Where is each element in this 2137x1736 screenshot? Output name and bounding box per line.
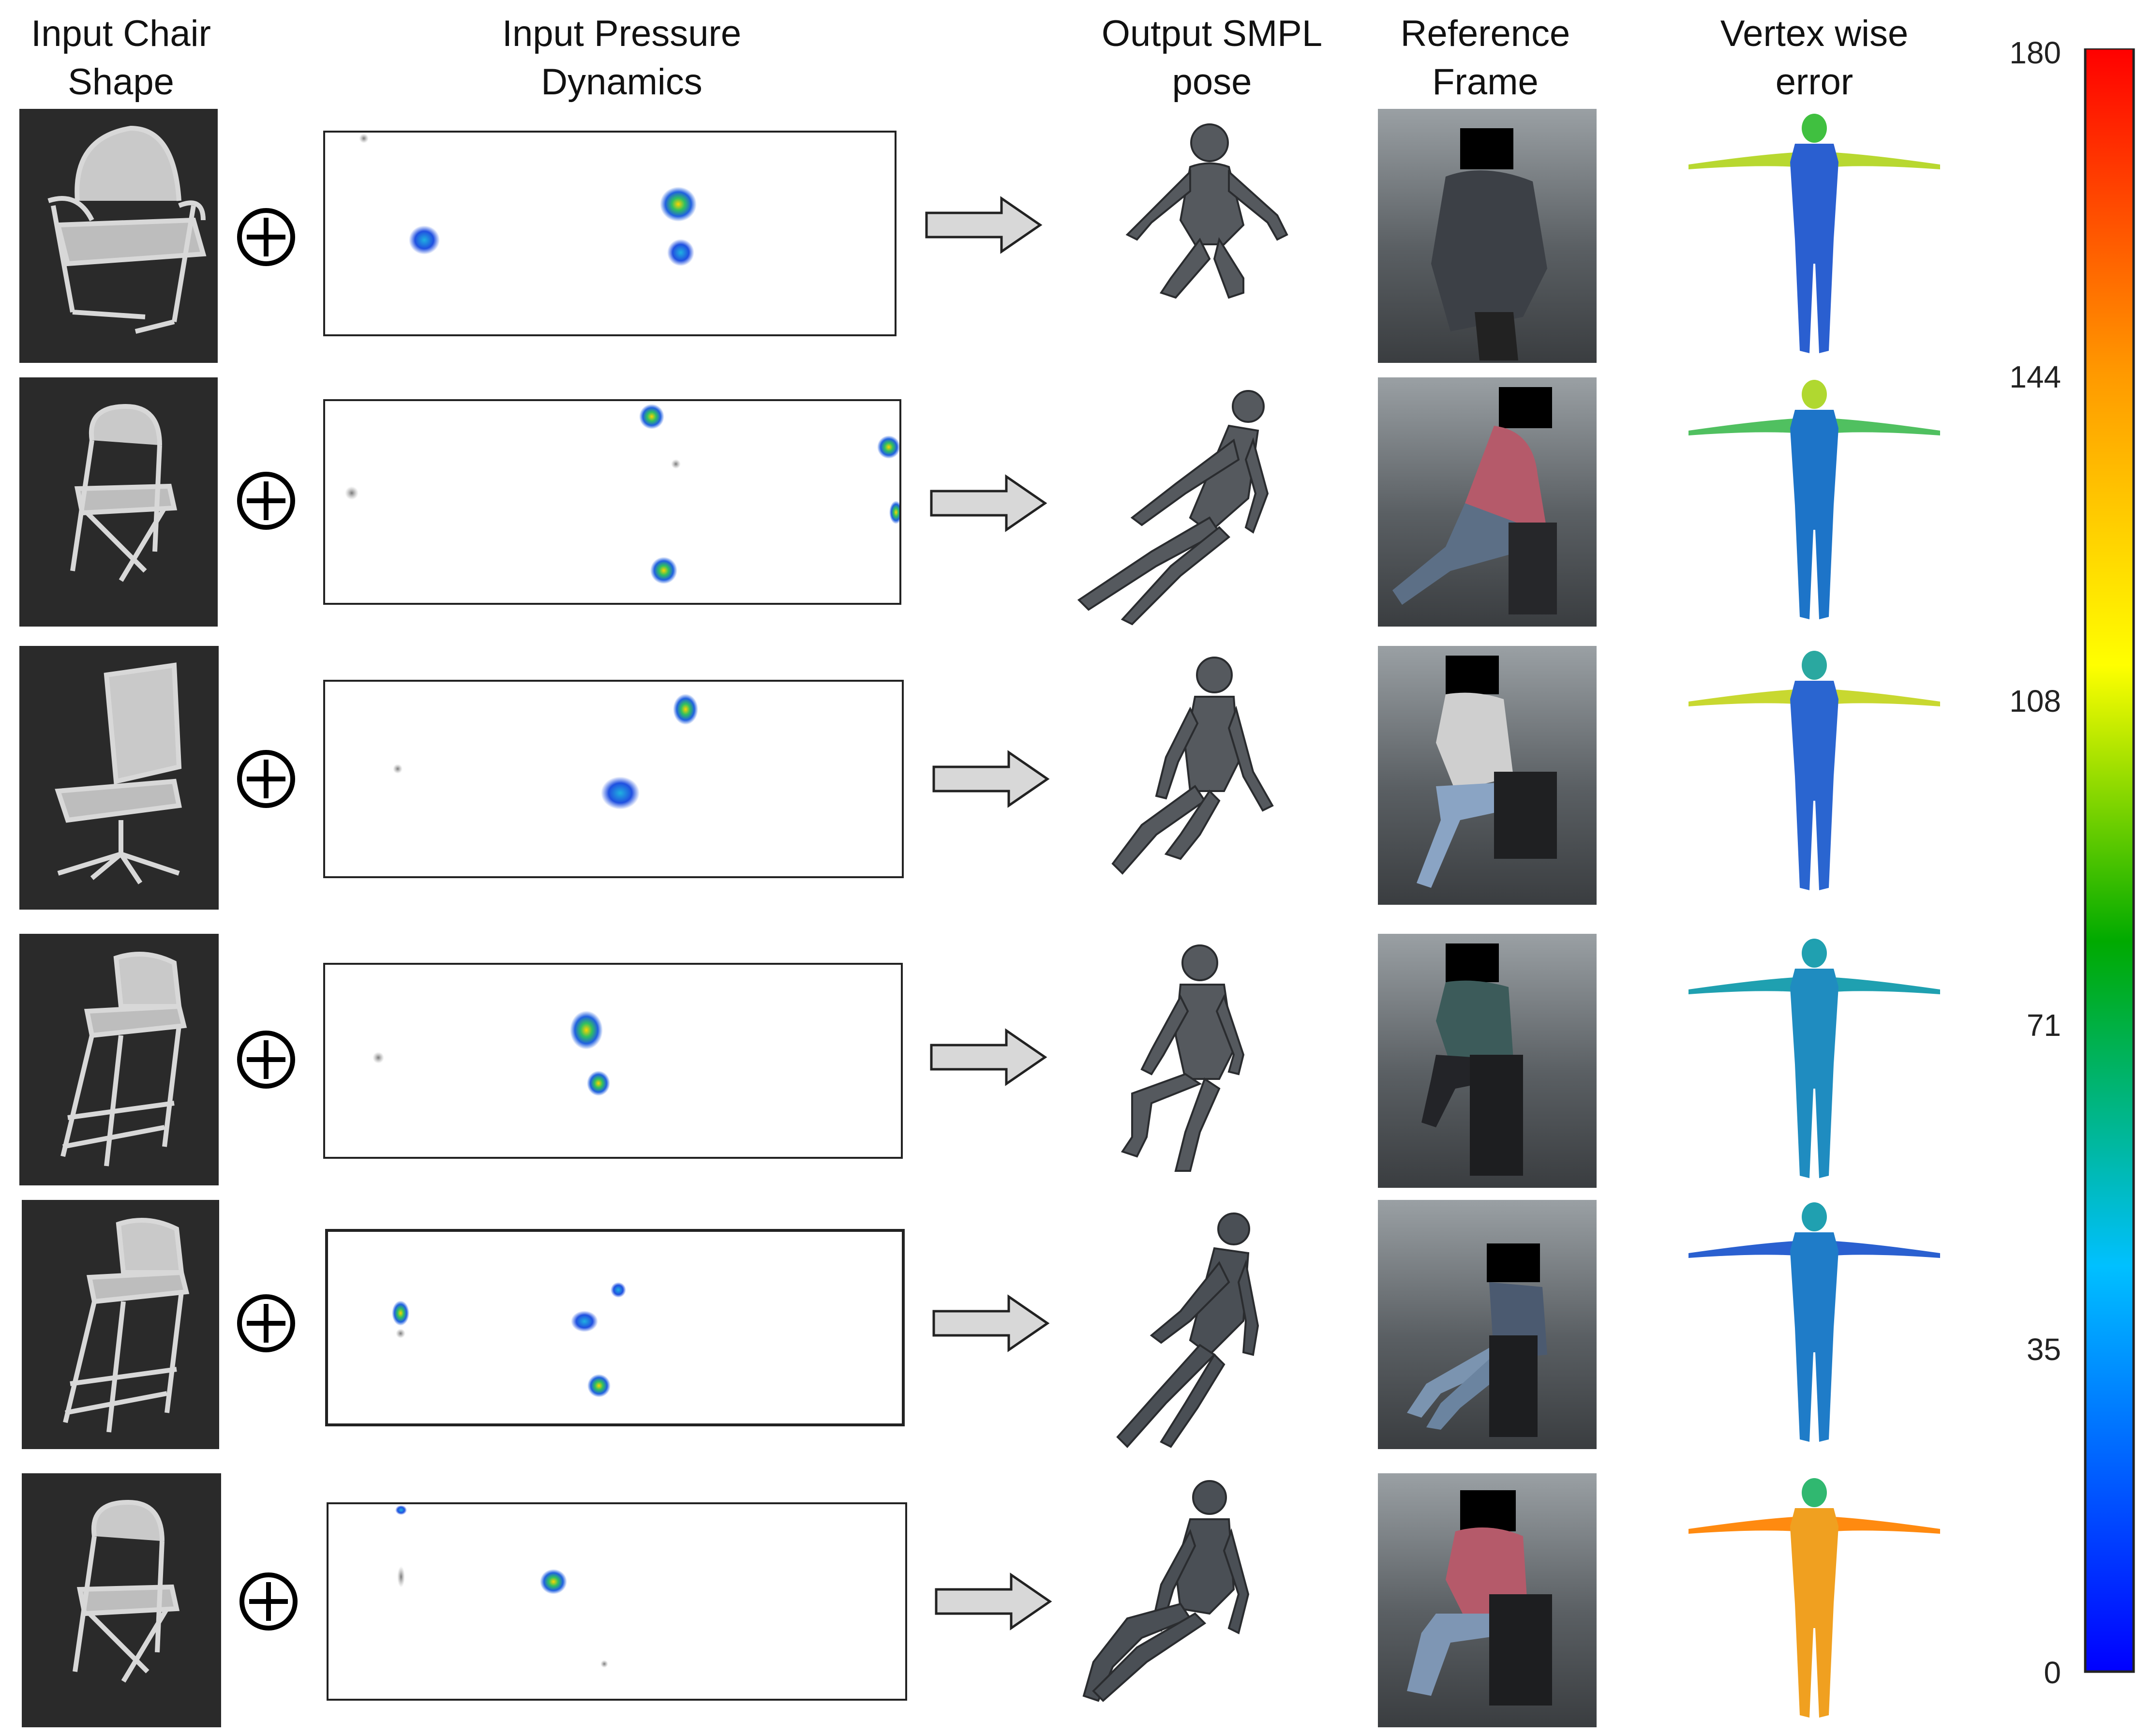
colorbar-tick: 0 [2044,1655,2061,1690]
pressure-map [327,1502,907,1701]
header-chair-shape-line2: Shape [68,61,174,103]
plus-icon [239,1572,298,1631]
header-pressure-line1: Input Pressure [502,13,742,54]
chair-thumbnail [19,109,218,363]
right-arrow-icon [932,750,1050,808]
smpl-pose-figure [1082,1480,1250,1702]
header-reference-line1: Reference [1400,13,1570,54]
plus-icon [237,208,295,266]
reference-photo [1378,377,1597,627]
header-error-line1: Vertex wise [1720,13,1909,54]
reference-photo [1378,934,1597,1188]
pressure-map [323,963,903,1159]
pressure-map [325,1229,905,1426]
reference-photo [1378,109,1597,363]
colorbar-tick: 180 [2009,35,2061,70]
pressure-map [323,399,903,605]
pressure-map [323,680,904,878]
plus-icon [237,1294,295,1352]
smpl-pose-figure [1121,944,1245,1172]
header-pressure-line2: Dynamics [541,61,702,103]
office-chair-icon [55,662,182,884]
right-arrow-icon [930,1028,1047,1086]
colorbar-tick: 144 [2009,359,2061,394]
header-pressure: Input Pressure Dynamics [464,10,779,106]
right-arrow-icon [935,1572,1052,1631]
vertex-error-body [1689,651,1940,890]
chair-thumbnail [19,934,219,1185]
smpl-pose-figure [1111,657,1274,875]
header-chair-shape-line1: Input Chair [31,13,211,54]
result-row-6 [0,1473,2137,1730]
result-row-5 [0,1200,2137,1454]
folding-chair-icon [70,404,178,582]
smpl-pose-figure [1116,1212,1259,1448]
result-row-4 [0,934,2137,1190]
right-arrow-icon [925,196,1043,254]
result-row-2 [0,377,2137,629]
result-row-1 [0,109,2137,365]
vertex-error-body [1689,380,1940,619]
reference-photo [1378,646,1597,905]
right-arrow-icon [930,474,1047,532]
header-smpl: Output SMPL pose [1074,10,1350,106]
vertex-error-body [1689,1202,1940,1442]
chair-thumbnail [19,646,219,910]
smpl-pose-figure [1077,390,1269,626]
header-reference-line2: Frame [1432,61,1539,103]
reference-photo [1378,1473,1597,1727]
vertex-error-body [1689,1478,1940,1718]
colorbar-tick: 108 [2009,684,2061,718]
colorbar-tick: 35 [2026,1332,2061,1367]
vertex-error-body [1689,939,1940,1178]
header-chair-shape: Input Chair Shape [10,10,232,106]
chair-thumbnail [22,1200,219,1449]
header-smpl-line1: Output SMPL [1101,13,1323,54]
header-reference: Reference Frame [1369,10,1601,106]
result-row-3 [0,646,2137,910]
bar-stool-icon [60,952,187,1167]
reference-photo [1378,1200,1597,1449]
vertex-error-body [1689,114,1940,353]
bar-stool-icon [63,1218,190,1433]
chair-thumbnail [19,377,218,627]
folding-chair-icon [73,1499,180,1683]
plus-icon [237,472,295,530]
armchair-icon [47,125,207,334]
header-error-line2: error [1775,61,1853,103]
chair-thumbnail [22,1473,221,1727]
right-arrow-icon [932,1294,1050,1352]
plus-icon [237,1031,295,1089]
error-colorbar [2084,48,2135,1673]
plus-icon [237,750,295,808]
smpl-pose-figure [1125,123,1288,299]
colorbar-tick: 71 [2026,1008,2061,1043]
header-error: Vertex wise error [1684,10,1945,106]
header-smpl-line2: pose [1172,61,1252,103]
pressure-map [323,131,897,336]
